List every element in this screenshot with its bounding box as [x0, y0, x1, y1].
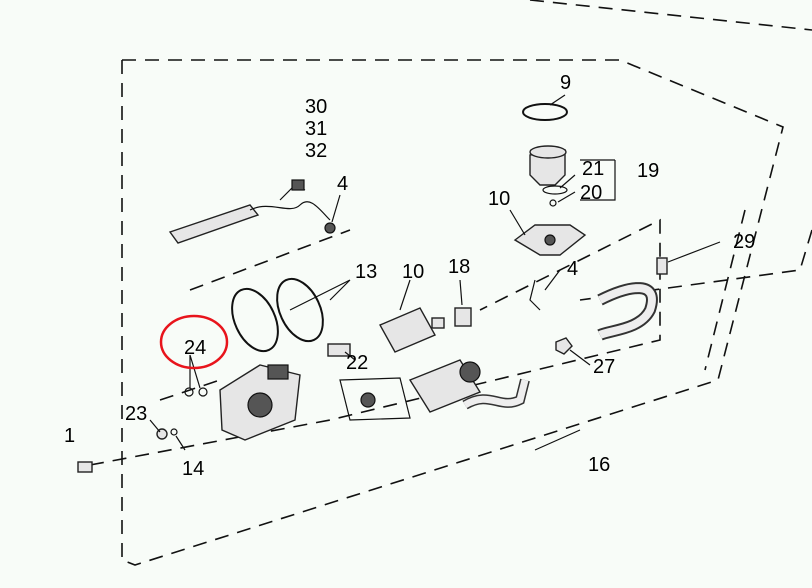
o-ring-24a	[184, 387, 194, 397]
callout-18[interactable]: 18	[448, 256, 470, 278]
boundary-outer	[121, 59, 784, 566]
o-ring-24b	[198, 387, 208, 397]
callout-4a[interactable]: 4	[337, 173, 348, 195]
part-18	[454, 307, 472, 327]
callout-22[interactable]: 22	[346, 352, 368, 374]
callout-30[interactable]: 30	[305, 96, 327, 118]
bracket	[339, 377, 411, 421]
fuel-pump	[408, 359, 482, 413]
callout-14[interactable]: 14	[182, 458, 204, 480]
callout-32[interactable]: 32	[305, 140, 327, 162]
callout-23[interactable]: 23	[125, 403, 147, 425]
callout-16[interactable]: 16	[588, 454, 610, 476]
callout-4b[interactable]: 4	[567, 258, 578, 280]
boundary-top-right	[529, 0, 812, 31]
wire-4	[529, 279, 541, 311]
callout-21[interactable]: 21	[582, 158, 604, 180]
o-ring-13b	[276, 277, 324, 343]
boundary-inner	[89, 218, 661, 466]
bolt-1	[77, 461, 93, 473]
wire-harness	[168, 179, 331, 244]
nut-27	[555, 337, 573, 355]
leader-lines	[149, 94, 721, 451]
sensor-29	[656, 257, 668, 275]
part-nut-4	[324, 222, 336, 234]
highlight-circle	[159, 314, 229, 370]
callout-29[interactable]: 29	[733, 231, 755, 253]
washer-20	[549, 199, 557, 207]
bracket-fitting	[360, 392, 376, 408]
pump-housing	[219, 364, 301, 441]
part-14	[170, 428, 178, 436]
callout-20[interactable]: 20	[580, 182, 602, 204]
part-22	[327, 343, 351, 357]
callout-9[interactable]: 9	[560, 72, 571, 94]
callout-24[interactable]: 24	[184, 337, 206, 359]
o-ring-9	[522, 103, 568, 121]
callout-13[interactable]: 13	[355, 261, 377, 283]
boundary-wire	[704, 209, 746, 371]
callout-27[interactable]: 27	[593, 356, 615, 378]
callout-19[interactable]: 19	[637, 160, 659, 182]
o-ring-13a	[231, 287, 279, 353]
callout-31[interactable]: 31	[305, 118, 327, 140]
washer-21	[542, 185, 568, 195]
pressure-regulator-19	[529, 145, 567, 186]
fuel-filter	[379, 307, 445, 353]
callout-10a[interactable]: 10	[402, 261, 424, 283]
pump-flange-10	[513, 224, 587, 256]
callout-1[interactable]: 1	[64, 425, 75, 447]
callout-10b[interactable]: 10	[488, 188, 510, 210]
